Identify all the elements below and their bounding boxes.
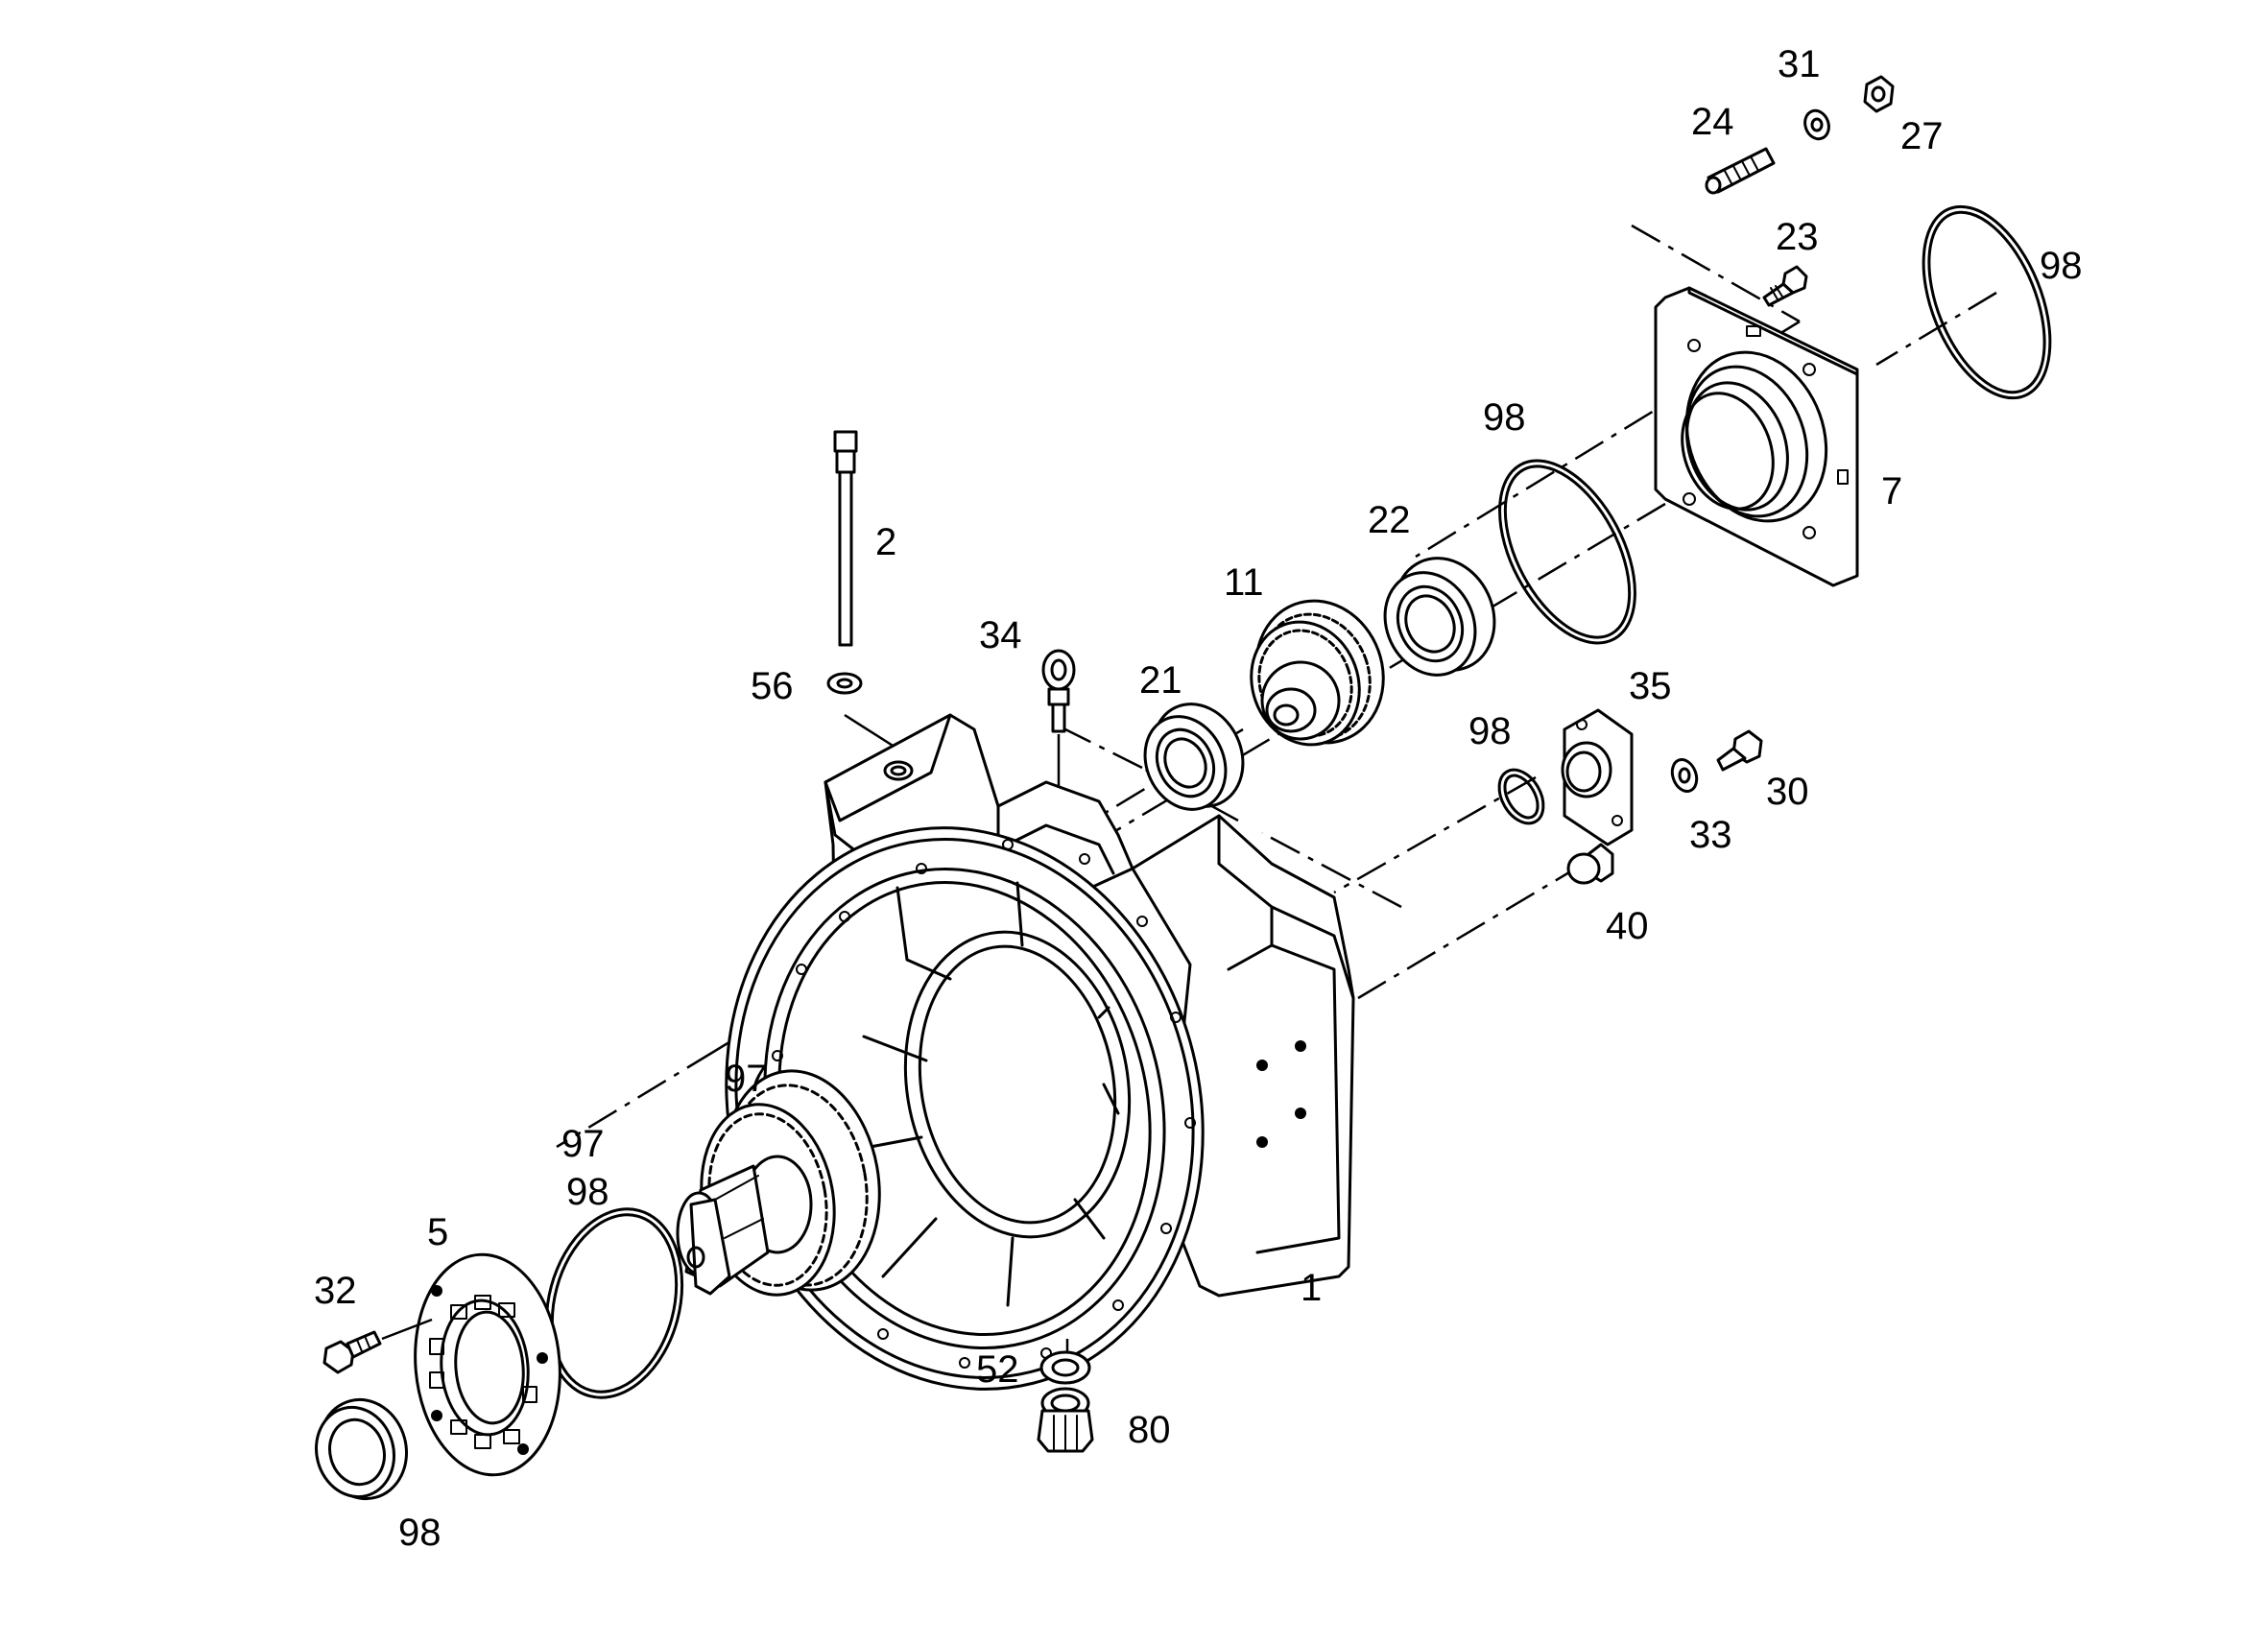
- callout-33: 33: [1689, 814, 1732, 856]
- callout-30: 30: [1766, 771, 1809, 813]
- bearing-part-21: [1143, 703, 1245, 811]
- callout-97-upper: 97: [725, 1058, 768, 1100]
- callout-98-upper: 98: [2040, 245, 2083, 287]
- oil-seal-part-98: [314, 1397, 409, 1501]
- callout-24: 24: [1691, 101, 1734, 143]
- washer-part-33: [1670, 758, 1699, 793]
- o-ring-part-98-middle: [1498, 459, 1636, 645]
- callout-11: 11: [1224, 561, 1264, 604]
- callout-56: 56: [751, 665, 794, 707]
- callout-98-left: 98: [566, 1171, 609, 1213]
- callout-labels: 1 2 5 7 11 21 22 23 24 27 30 31 32 33 34…: [314, 43, 2083, 1554]
- washer-part-56: [826, 672, 863, 695]
- cover-part-35: [1561, 708, 1634, 846]
- callout-52: 52: [976, 1348, 1019, 1391]
- callout-98-middle: 98: [1483, 396, 1526, 439]
- bolt-part-32: [322, 1330, 382, 1374]
- dipstick-part-2: [833, 430, 858, 647]
- callout-32: 32: [314, 1270, 357, 1312]
- callout-5: 5: [427, 1211, 448, 1253]
- o-ring-part-98-small: [1497, 768, 1545, 825]
- callout-1: 1: [1301, 1267, 1322, 1309]
- end-cover-part-7: [1654, 286, 1859, 587]
- callout-22: 22: [1368, 499, 1411, 541]
- callout-80: 80: [1128, 1409, 1171, 1451]
- callout-2: 2: [875, 521, 896, 563]
- callout-35: 35: [1629, 665, 1672, 707]
- drain-plug-part-80: [1037, 1387, 1094, 1453]
- eyebolt-part-34: [1041, 649, 1076, 733]
- callout-40: 40: [1606, 905, 1649, 947]
- callout-97-lower: 97: [561, 1123, 605, 1165]
- bearing-cover-part-5: [414, 1252, 561, 1477]
- callout-98-small: 98: [1468, 710, 1512, 752]
- leader-56: [844, 713, 898, 751]
- callout-98-seal: 98: [398, 1512, 442, 1554]
- pinion-shaft-part-97: [676, 1069, 881, 1297]
- bearing-part-22: [1383, 557, 1496, 677]
- washer-part-31: [1803, 108, 1830, 141]
- callout-34: 34: [979, 614, 1022, 656]
- gear-part-11: [1250, 599, 1385, 747]
- callout-7: 7: [1881, 470, 1902, 512]
- seal-ring-part-52: [1039, 1350, 1091, 1385]
- bolt-part-23: [1762, 265, 1808, 307]
- plug-part-40: [1566, 843, 1614, 885]
- callout-27: 27: [1900, 115, 1944, 157]
- stud-part-24: [1705, 147, 1776, 195]
- callout-31: 31: [1778, 43, 1821, 85]
- callout-23: 23: [1776, 216, 1819, 258]
- nut-part-27: [1863, 75, 1895, 113]
- callout-21: 21: [1139, 659, 1182, 702]
- bolt-part-30: [1716, 729, 1763, 772]
- leader-32: [381, 1318, 433, 1341]
- o-ring-part-98-upper: [1922, 204, 2052, 400]
- o-ring-part-98-left: [544, 1207, 684, 1399]
